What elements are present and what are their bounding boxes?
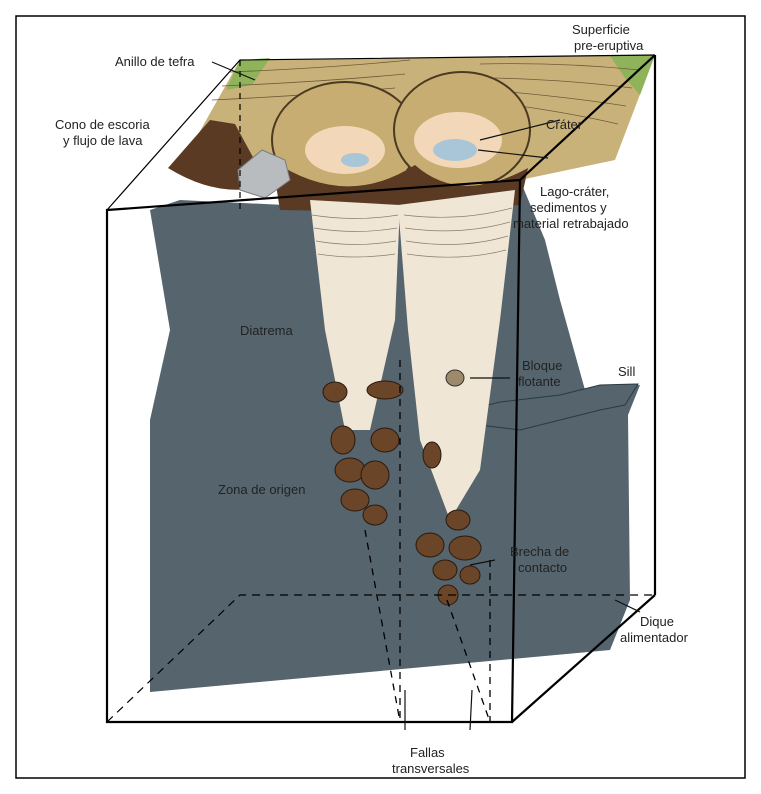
label-superficie: Superficie	[572, 22, 630, 37]
label-pre-eruptiva: pre-eruptiva	[574, 38, 644, 53]
label-cono-de-escoria: Cono de escoria	[55, 117, 150, 132]
floating-block	[446, 370, 464, 386]
label-crater: Cráter	[546, 117, 583, 132]
label-flotante: flotante	[518, 374, 561, 389]
label-fallas: Fallas	[410, 745, 445, 760]
label-diatrema: Diatrema	[240, 323, 294, 338]
crater-left-floor	[305, 126, 385, 174]
label-dique: Dique	[640, 614, 674, 629]
label-bloque: Bloque	[522, 358, 562, 373]
label-sedimentos: sedimentos y	[530, 200, 607, 215]
crater-lake-right	[433, 139, 477, 161]
label-lago-crater: Lago-cráter,	[540, 184, 609, 199]
label-zona-de-origen: Zona de origen	[218, 482, 305, 497]
label-alimentador: alimentador	[620, 630, 689, 645]
label-flujo-de-lava: y flujo de lava	[63, 133, 143, 148]
label-transversales: transversales	[392, 761, 470, 776]
label-anillo-de-tefra: Anillo de tefra	[115, 54, 195, 69]
label-sill: Sill	[618, 364, 635, 379]
label-material-retrabajado: material retrabajado	[513, 216, 629, 231]
label-brecha-de: Brecha de	[510, 544, 569, 559]
crater-lake-left	[341, 153, 369, 167]
label-contacto: contacto	[518, 560, 567, 575]
